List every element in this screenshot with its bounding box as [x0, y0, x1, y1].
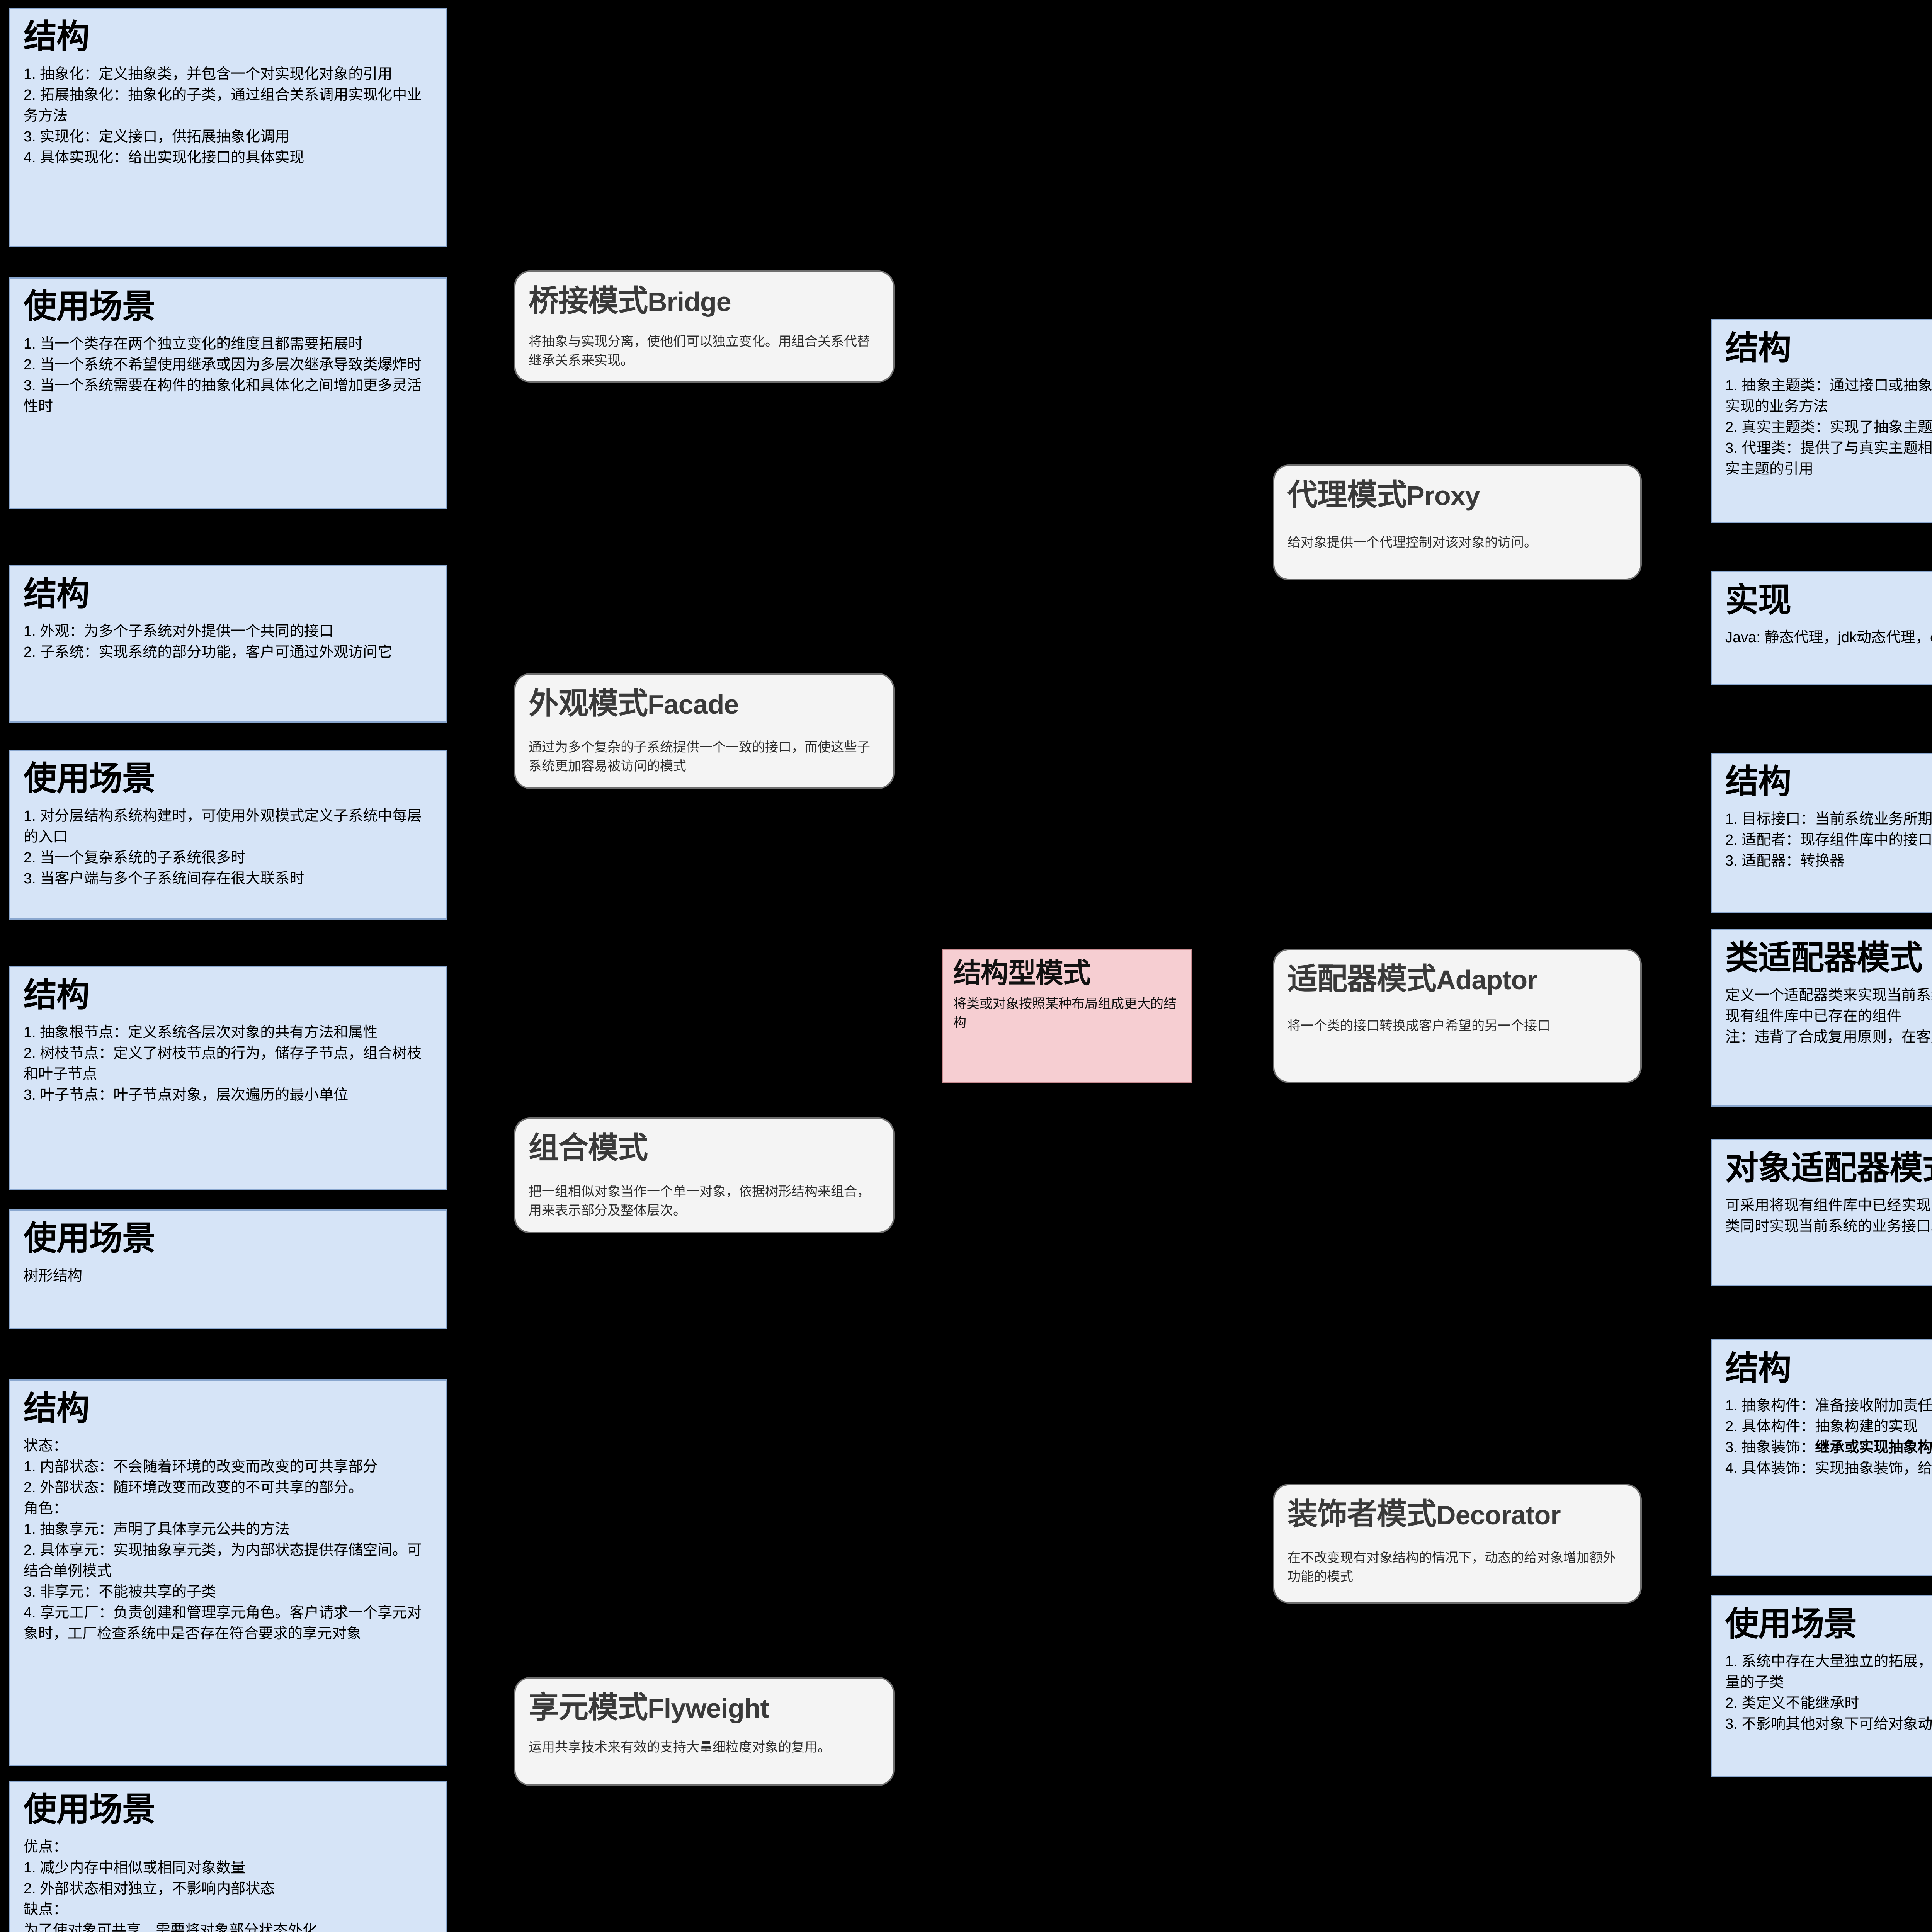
pattern-title-en: Bridge — [648, 287, 731, 317]
card-title: 使用场景 — [24, 760, 155, 797]
card-body: 1. 系统中存在大量独立的拓展，为支持每一种组合将产生大量的子类 2. 类定义不… — [1725, 1653, 1932, 1733]
card-adaptor-structure[interactable]: 结构 1. 目标接口：当前系统业务所期待的接口 2. 适配者：现存组件库中的接口… — [1711, 753, 1932, 913]
root-node-structural-patterns[interactable]: 结构型模式 将类或对象按照某种布局组成更大的结构 — [942, 949, 1192, 1083]
pattern-body: 将一个类的接口转换成客户希望的另一个接口 — [1287, 1019, 1550, 1034]
pattern-card-facade[interactable]: 外观模式Facade 通过为多个复杂的子系统提供一个一致的接口，而使这些子系统更… — [514, 673, 895, 789]
pattern-title-cn: 组合模式 — [529, 1131, 648, 1165]
card-decorator-structure[interactable]: 结构 1. 抽象构件：准备接收附加责任的抽象 2. 具体构件：抽象构建的实现 3… — [1711, 1339, 1932, 1576]
card-title: 使用场景 — [24, 288, 155, 325]
pattern-body: 在不改变现有对象结构的情况下，动态的给对象增加额外功能的模式 — [1287, 1551, 1616, 1584]
card-body: 状态： 1. 内部状态：不会随着环境的改变而改变的可共享部分 2. 外部状态：随… — [24, 1438, 422, 1642]
card-body: 1. 抽象化：定义抽象类，并包含一个对实现化对象的引用 2. 拓展抽象化：抽象化… — [24, 66, 422, 166]
card-body: 1. 外观：为多个子系统对外提供一个共同的接口 2. 子系统：实现系统的部分功能… — [24, 623, 393, 661]
card-object-adaptor[interactable]: 对象适配器模式 可采用将现有组件库中已经实现的组件引入适配器类中，该类同时实现当… — [1711, 1139, 1932, 1286]
root-body: 将类或对象按照某种布局组成更大的结构 — [953, 996, 1177, 1030]
pattern-title: 适配器模式Adaptor — [1287, 963, 1627, 995]
pattern-title-en: Proxy — [1406, 481, 1480, 511]
card-facade-usage[interactable]: 使用场景 1. 对分层结构系统构建时，可使用外观模式定义子系统中每层的入口 2.… — [9, 750, 447, 920]
card-composite-usage[interactable]: 使用场景 树形结构 — [9, 1209, 447, 1329]
pattern-title-cn: 装饰者模式 — [1287, 1497, 1437, 1531]
card-title: 结构 — [24, 575, 90, 612]
pattern-title-cn: 适配器模式 — [1287, 962, 1437, 996]
card-title: 对象适配器模式 — [1725, 1150, 1932, 1187]
pattern-body: 将抽象与实现分离，使他们可以独立变化。用组合关系代替继承关系来实现。 — [529, 334, 870, 368]
pattern-title-cn: 外观模式 — [529, 686, 648, 720]
pattern-card-flyweight[interactable]: 享元模式Flyweight 运用共享技术来有效的支持大量细粒度对象的复用。 — [514, 1677, 895, 1786]
card-body: 1. 对分层结构系统构建时，可使用外观模式定义子系统中每层的入口 2. 当一个复… — [24, 808, 422, 887]
card-bridge-usage[interactable]: 使用场景 1. 当一个类存在两个独立变化的维度且都需要拓展时 2. 当一个系统不… — [9, 277, 447, 509]
pattern-title-en: Flyweight — [648, 1693, 769, 1723]
card-title: 结构 — [1725, 1350, 1791, 1387]
pattern-title-cn: 代理模式 — [1287, 478, 1407, 512]
pattern-title: 桥接模式Bridge — [529, 284, 880, 317]
card-title: 结构 — [1725, 330, 1791, 367]
pattern-body: 运用共享技术来有效的支持大量细粒度对象的复用。 — [529, 1740, 831, 1755]
pattern-title: 组合模式 — [529, 1131, 880, 1164]
card-decorator-usage[interactable]: 使用场景 1. 系统中存在大量独立的拓展，为支持每一种组合将产生大量的子类 2.… — [1711, 1595, 1932, 1777]
card-flyweight-structure[interactable]: 结构 状态： 1. 内部状态：不会随着环境的改变而改变的可共享部分 2. 外部状… — [9, 1379, 447, 1766]
card-title: 结构 — [24, 976, 90, 1014]
card-body-rich: 1. 抽象构件：准备接收附加责任的抽象 2. 具体构件：抽象构建的实现 3. 抽… — [1725, 1398, 1932, 1477]
card-title: 实现 — [1725, 582, 1791, 619]
pattern-card-adaptor[interactable]: 适配器模式Adaptor 将一个类的接口转换成客户希望的另一个接口 — [1273, 949, 1642, 1083]
pattern-card-composite[interactable]: 组合模式 把一组相似对象当作一个单一对象，依据树形结构来组合，用来表示部分及整体… — [514, 1117, 895, 1233]
card-title: 使用场景 — [1725, 1605, 1857, 1643]
pattern-title-cn: 享元模式 — [529, 1690, 648, 1724]
pattern-body: 把一组相似对象当作一个单一对象，依据树形结构来组合，用来表示部分及整体层次。 — [529, 1184, 870, 1218]
card-proxy-implementation[interactable]: 实现 Java: 静态代理，jdk动态代理，cglib动态代理 — [1711, 571, 1932, 685]
pattern-card-proxy[interactable]: 代理模式Proxy 给对象提供一个代理控制对该对象的访问。 — [1273, 464, 1642, 580]
card-proxy-structure[interactable]: 结构 1. 抽象主题类：通过接口或抽象类声明真实主题和代理对象实现的业务方法 2… — [1711, 319, 1932, 523]
pattern-title-en: Adaptor — [1436, 965, 1537, 995]
card-title: 结构 — [1725, 763, 1791, 800]
card-body: 1. 当一个类存在两个独立变化的维度且都需要拓展时 2. 当一个系统不希望使用继… — [24, 336, 422, 415]
card-facade-structure[interactable]: 结构 1. 外观：为多个子系统对外提供一个共同的接口 2. 子系统：实现系统的部… — [9, 565, 447, 723]
pattern-title: 外观模式Facade — [529, 687, 880, 719]
pattern-body: 通过为多个复杂的子系统提供一个一致的接口，而使这些子系统更加容易被访问的模式 — [529, 740, 870, 774]
card-title: 结构 — [24, 18, 90, 55]
card-composite-structure[interactable]: 结构 1. 抽象根节点：定义系统各层次对象的共有方法和属性 2. 树枝节点：定义… — [9, 966, 447, 1190]
pattern-title-en: Decorator — [1436, 1500, 1561, 1530]
root-title: 结构型模式 — [953, 958, 1091, 989]
card-bridge-structure[interactable]: 结构 1. 抽象化：定义抽象类，并包含一个对实现化对象的引用 2. 拓展抽象化：… — [9, 8, 447, 247]
card-body: 1. 抽象根节点：定义系统各层次对象的共有方法和属性 2. 树枝节点：定义了树枝… — [24, 1024, 422, 1104]
pattern-card-decorator[interactable]: 装饰者模式Decorator 在不改变现有对象结构的情况下，动态的给对象增加额外… — [1273, 1484, 1642, 1604]
card-body: 优点： 1. 减少内存中相似或相同对象数量 2. 外部状态相对独立，不影响内部状… — [24, 1839, 318, 1932]
pattern-title: 享元模式Flyweight — [529, 1691, 880, 1723]
card-body: 树形结构 — [24, 1268, 83, 1284]
card-flyweight-usage[interactable]: 使用场景 优点： 1. 减少内存中相似或相同对象数量 2. 外部状态相对独立，不… — [9, 1781, 447, 1932]
pattern-title-en: Facade — [648, 689, 739, 719]
card-body: 1. 抽象主题类：通过接口或抽象类声明真实主题和代理对象实现的业务方法 2. 真… — [1725, 378, 1932, 478]
card-body: 1. 目标接口：当前系统业务所期待的接口 2. 适配者：现存组件库中的接口 3.… — [1725, 811, 1932, 869]
card-title: 使用场景 — [24, 1791, 155, 1828]
pattern-title-cn: 桥接模式 — [529, 284, 648, 318]
pattern-card-bridge[interactable]: 桥接模式Bridge 将抽象与实现分离，使他们可以独立变化。用组合关系代替继承关… — [514, 270, 895, 383]
card-body: Java: 静态代理，jdk动态代理，cglib动态代理 — [1725, 629, 1932, 646]
pattern-title: 代理模式Proxy — [1287, 478, 1627, 511]
card-title: 使用场景 — [24, 1220, 155, 1257]
pattern-title: 装饰者模式Decorator — [1287, 1498, 1627, 1530]
card-title: 结构 — [24, 1390, 90, 1427]
card-class-adaptor[interactable]: 类适配器模式 定义一个适配器类来实现当前系统的业务接口，同时又继承现有组件库中已… — [1711, 929, 1932, 1107]
card-body: 可采用将现有组件库中已经实现的组件引入适配器类中，该类同时实现当前系统的业务接口… — [1725, 1197, 1932, 1235]
card-body: 定义一个适配器类来实现当前系统的业务接口，同时又继承现有组件库中已存在的组件 注… — [1725, 987, 1932, 1046]
pattern-body: 给对象提供一个代理控制对该对象的访问。 — [1287, 535, 1537, 550]
card-title: 类适配器模式 — [1725, 939, 1923, 976]
